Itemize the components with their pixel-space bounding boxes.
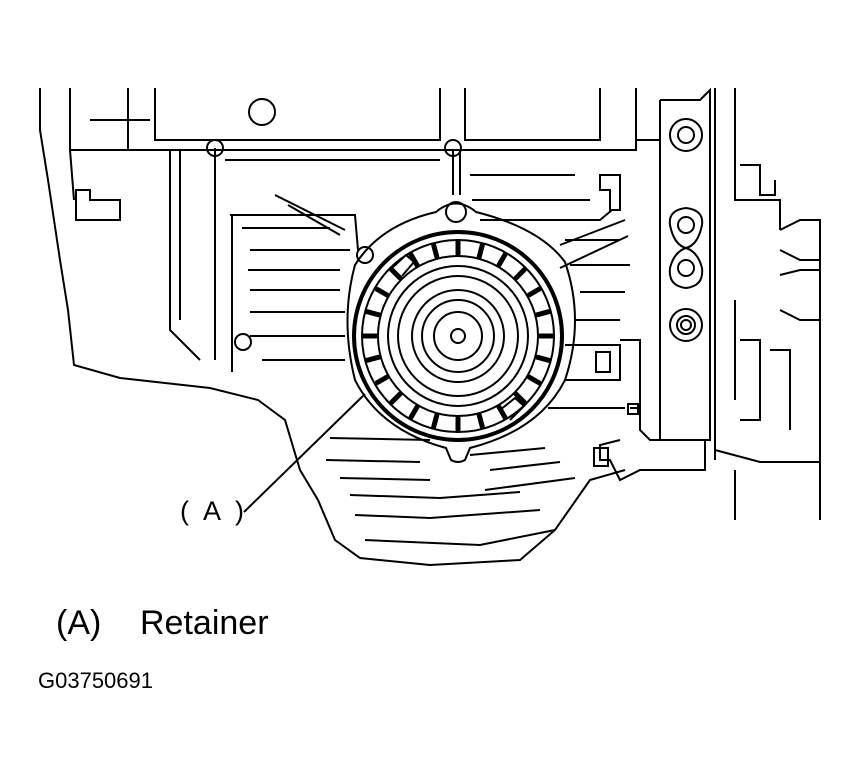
retainer-tab xyxy=(392,394,401,403)
retainer-ring xyxy=(354,232,562,440)
retainer-tab xyxy=(434,245,437,257)
retainer-tab xyxy=(529,377,539,383)
legend-text: Retainer xyxy=(140,604,269,642)
retainer-tab xyxy=(392,270,401,279)
retainer-tab xyxy=(499,255,505,265)
retainer-tab xyxy=(367,357,379,360)
retainer-tab xyxy=(411,255,417,265)
retainer-tabs xyxy=(364,242,552,430)
legend-row: (A) Retainer xyxy=(56,604,269,643)
retainer-tab xyxy=(529,289,539,295)
retainer-tab xyxy=(411,407,417,417)
retainer-tab xyxy=(377,289,387,295)
retainer-tab xyxy=(479,245,482,257)
retainer-tab xyxy=(537,357,549,360)
right-block-bosses xyxy=(670,119,702,341)
callout-leader-line xyxy=(244,394,365,512)
retainer-tab xyxy=(367,312,379,315)
retainer-tab xyxy=(434,415,437,427)
pan-lines xyxy=(326,438,575,545)
housing-ribs xyxy=(76,120,630,408)
right-block xyxy=(594,88,820,520)
transmission-housing-drawing xyxy=(0,0,860,600)
figure-id: G03750691 xyxy=(38,668,153,693)
retainer-tab xyxy=(516,394,525,403)
retainer-tab xyxy=(479,415,482,427)
retainer-tab xyxy=(516,270,525,279)
housing-bolt-dots xyxy=(207,99,461,350)
legend-key: (A) xyxy=(56,604,102,642)
retainer-assembly xyxy=(348,202,576,462)
retainer-tab xyxy=(377,377,387,383)
retainer-tab xyxy=(537,312,549,315)
callout-label-a: ( A ) xyxy=(180,496,249,526)
